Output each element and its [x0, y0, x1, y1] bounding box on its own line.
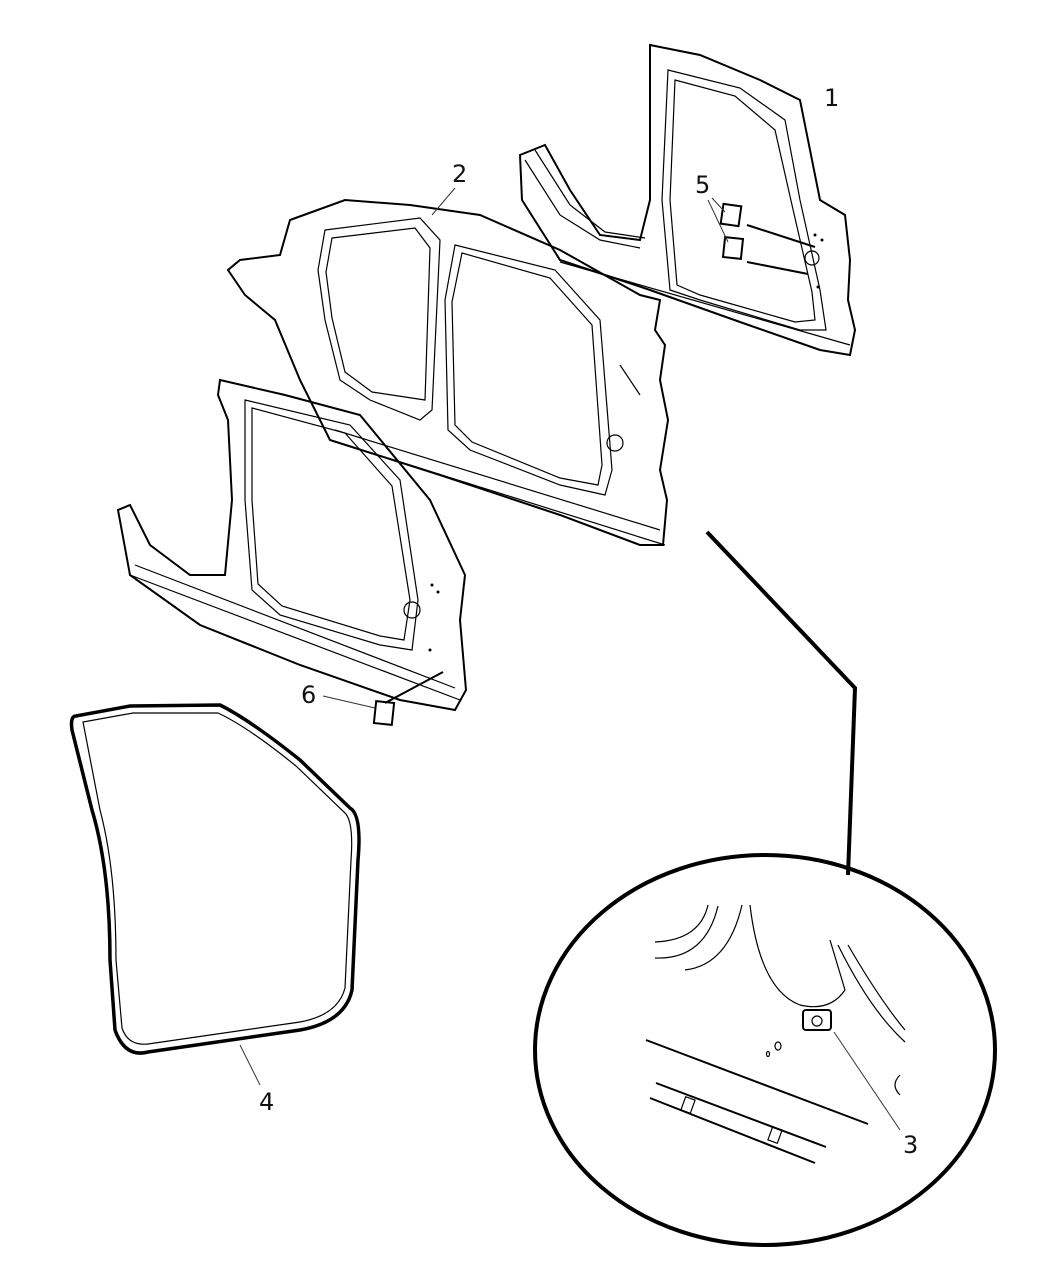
callout-6[interactable]: 6 — [301, 681, 317, 709]
part-6-patch[interactable] — [322, 671, 444, 726]
detail-view-circle — [533, 853, 997, 1247]
callout-5[interactable]: 5 — [695, 171, 711, 199]
part-2-full-aperture-panel[interactable] — [226, 187, 670, 546]
callout-1[interactable]: 1 — [824, 84, 840, 112]
part-3-clip[interactable] — [802, 1009, 901, 1131]
part-1-rear-aperture-panel[interactable] — [518, 43, 857, 357]
part-4-weatherstrip[interactable] — [69, 703, 361, 1086]
callout-4[interactable]: 4 — [259, 1088, 275, 1116]
detail-leader-line — [705, 530, 858, 876]
callout-3[interactable]: 3 — [903, 1131, 919, 1159]
callout-2[interactable]: 2 — [452, 160, 468, 188]
part-5-patches[interactable] — [707, 197, 816, 275]
front-aperture-panel[interactable] — [116, 378, 468, 712]
